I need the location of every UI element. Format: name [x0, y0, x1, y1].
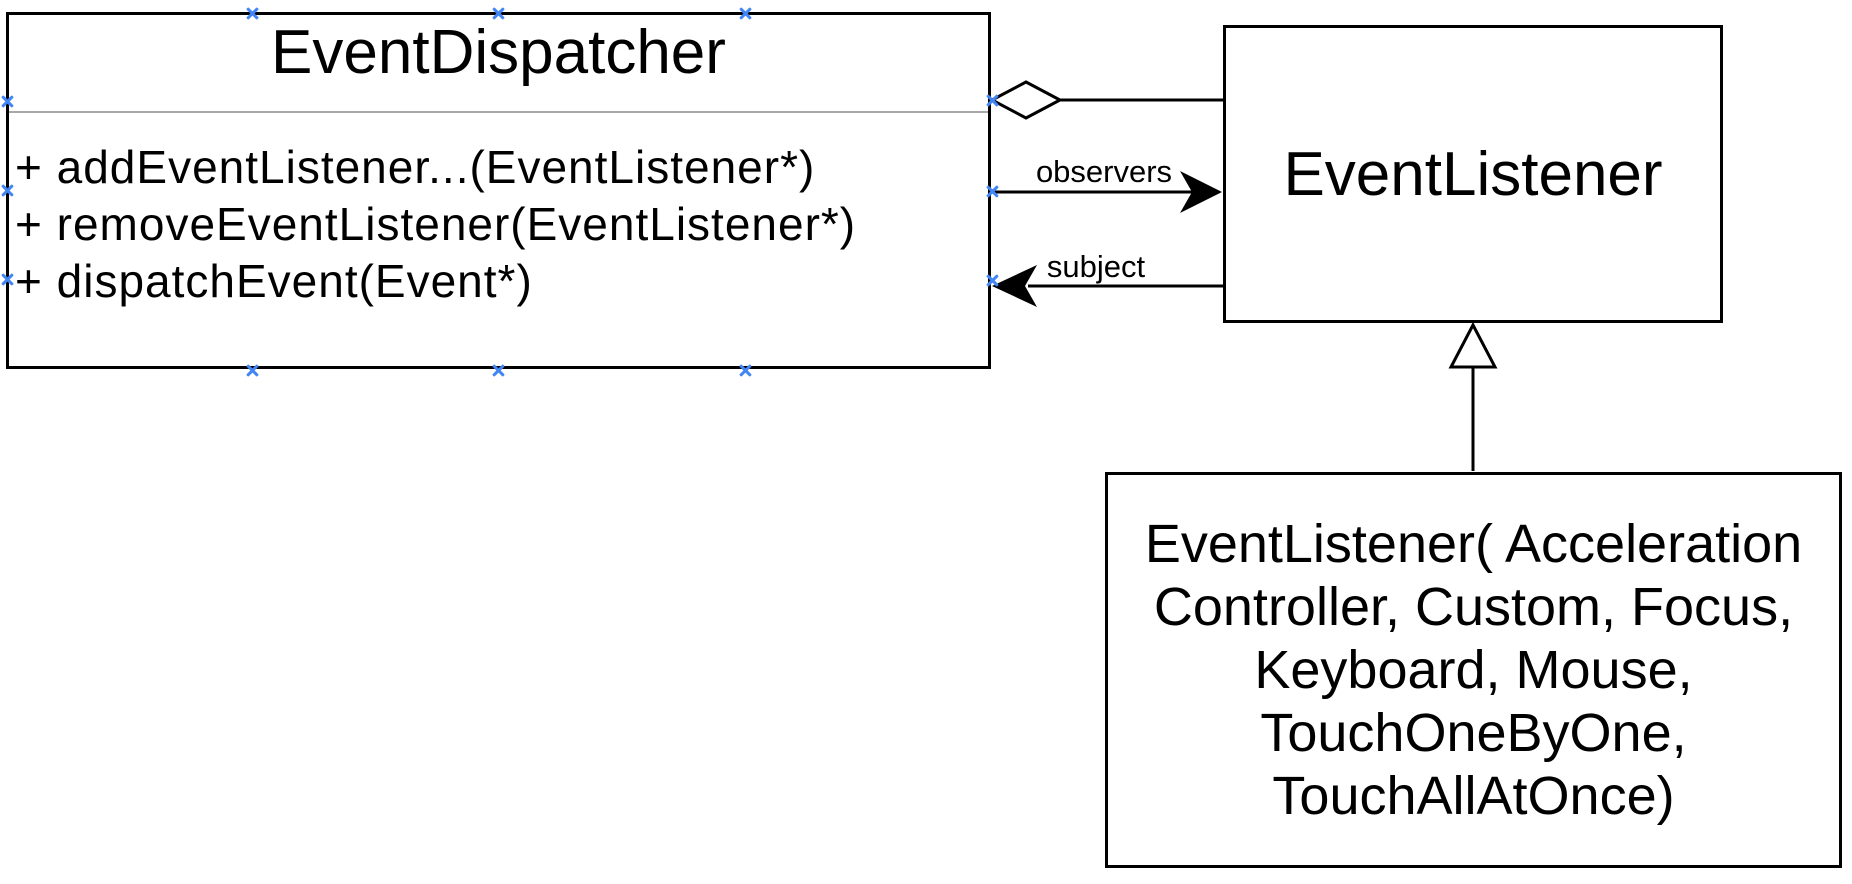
aggregation-diamond-icon[interactable] — [988, 80, 1064, 120]
connection-handle-icon[interactable] — [0, 183, 15, 198]
connection-handle-icon[interactable] — [245, 6, 260, 21]
connection-handle-icon[interactable] — [985, 273, 1000, 288]
connection-handle-icon[interactable] — [245, 363, 260, 378]
class-box-event-listener[interactable]: EventListener — [1223, 25, 1723, 323]
inheritance-triangle-icon — [1448, 321, 1498, 369]
subclass-text-line: Keyboard, Mouse, — [1254, 639, 1693, 700]
connection-handle-icon[interactable] — [491, 363, 506, 378]
class-box-event-listener-subclasses[interactable]: EventListener( Acceleration Controller, … — [1105, 472, 1842, 868]
subject-connector[interactable]: subject — [992, 249, 1223, 307]
subclass-text-line: Controller, Custom, Focus, — [1153, 576, 1794, 637]
observers-label[interactable]: observers — [1036, 154, 1172, 189]
aggregation-connector[interactable] — [988, 80, 1223, 120]
subclass-text-line: TouchOneByOne, — [1260, 702, 1687, 763]
connection-handle-icon[interactable] — [738, 363, 753, 378]
method-label: + addEventListener...(EventListener*) — [15, 141, 816, 193]
class-title: EventListener — [1283, 139, 1663, 209]
subclass-text-line: TouchAllAtOnce) — [1272, 765, 1675, 826]
class-methods-compartment: + addEventListener...(EventListener*) + … — [9, 113, 988, 310]
connection-handle-icon[interactable] — [0, 272, 15, 287]
subclass-text-line: EventListener( Acceleration — [1144, 513, 1803, 574]
subject-label[interactable]: subject — [1047, 249, 1146, 284]
class-title-compartment: EventDispatcher — [9, 15, 988, 113]
connection-handle-icon[interactable] — [0, 94, 15, 109]
method-label: + dispatchEvent(Event*) — [15, 255, 533, 307]
inheritance-connector[interactable] — [1448, 321, 1498, 471]
method-label: + removeEventListener(EventListener*) — [15, 198, 857, 250]
connection-handle-icon[interactable] — [491, 6, 506, 21]
connection-handle-icon[interactable] — [738, 6, 753, 21]
connection-handle-icon[interactable] — [985, 184, 1000, 199]
class-box-event-dispatcher[interactable]: EventDispatcher + addEventListener...(Ev… — [6, 12, 991, 369]
observers-connector[interactable]: observers — [992, 154, 1222, 213]
arrowhead-left-icon — [992, 265, 1037, 307]
class-title: EventDispatcher — [271, 17, 726, 87]
arrowhead-right-icon — [1180, 171, 1222, 213]
connection-handle-icon[interactable] — [985, 93, 1000, 108]
